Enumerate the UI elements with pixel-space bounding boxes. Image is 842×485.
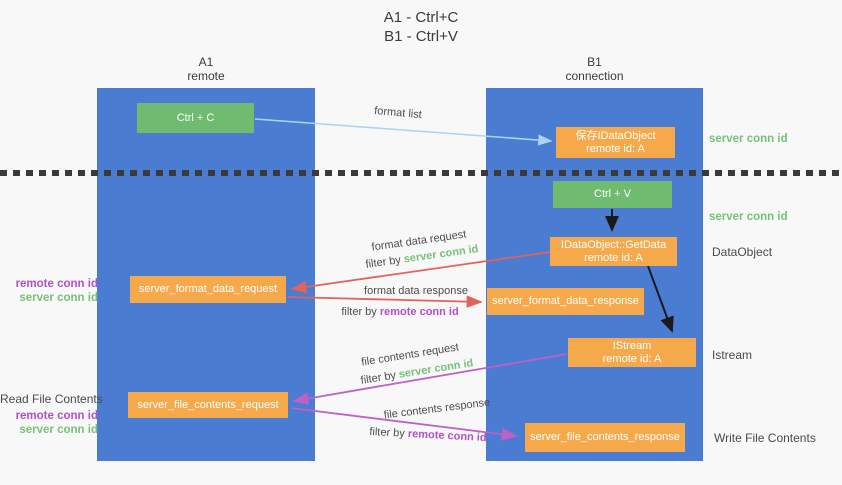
file-contents-response-filter-label: filter by remote conn id [369,426,487,444]
filter-by-text: filter by [341,306,380,318]
remote-conn-id-label-left-2: remote conn id [15,410,98,422]
ctrl-c-label: Ctrl + C [176,111,215,124]
node-server-format-data-request: server_format_data_request [130,276,286,303]
istream-line2: remote id: A [602,352,662,365]
node-save-idataobject: 保存IDataObject remote id: A [556,127,675,158]
dataobject-label: DataObject [712,245,773,259]
server-file-contents-response-label: server_file_contents_response [530,431,680,443]
read-file-contents-label: Read File Contents [0,392,103,406]
getdata-line1: IDataObject::GetData [560,238,667,251]
lane-b1-role: connection [565,69,624,83]
title-line-2: B1 - Ctrl+V [384,28,458,45]
node-idataobject-getdata: IDataObject::GetData remote id: A [550,237,677,266]
server-conn-id-label-left-1: server conn id [19,292,98,304]
node-istream: IStream remote id: A [568,338,696,367]
server-file-contents-request-label: server_file_contents_request [137,398,279,411]
lane-b1-header: B1 connection [486,55,703,83]
node-server-file-contents-request: server_file_contents_request [128,392,288,418]
save-idataobject-line1: 保存IDataObject [575,129,656,142]
remote-conn-id-label-left-1: remote conn id [15,278,98,290]
filter-by-text: filter by [369,425,409,440]
write-file-contents-label: Write File Contents [714,431,816,445]
title-line-1: A1 - Ctrl+C [383,9,459,26]
server-conn-id-label-right-1: server conn id [709,133,788,145]
server-conn-id-label-left-2: server conn id [19,424,98,436]
lane-a1-role: remote [187,69,225,83]
diagram-title: A1 - Ctrl+C B1 - Ctrl+V [0,8,842,46]
lane-a1-header: A1 remote [97,55,315,83]
server-format-data-request-label: server_format_data_request [138,283,278,295]
format-data-response-filter-label: filter by remote conn id [341,306,458,318]
server-conn-id-label-right-2: server conn id [709,211,788,223]
istream-label: Istream [712,348,753,362]
remote-conn-id-text: remote conn id [379,306,459,318]
format-list-label: format list [373,104,423,122]
server-format-data-response-label: server_format_data_response [492,295,639,307]
node-server-file-contents-response: server_file_contents_response [525,423,685,452]
file-contents-response-label: file contents response [383,396,491,422]
divider-dotted-line [0,170,842,176]
filter-by-text: filter by [359,368,400,387]
node-server-format-data-response: server_format_data_response [487,288,644,315]
node-ctrl-c: Ctrl + C [137,103,254,133]
getdata-line2: remote id: A [584,251,643,264]
node-ctrl-v: Ctrl + V [553,181,672,208]
istream-line1: IStream [612,339,652,352]
save-idataobject-line2: remote id: A [586,142,645,155]
lane-a1-name: A1 [198,55,214,69]
format-data-response-arrow [287,295,483,308]
format-data-response-label: format data response [364,285,468,297]
remote-conn-id-text: remote conn id [407,427,487,445]
lane-b1-name: B1 [587,55,602,69]
ctrl-v-label: Ctrl + V [594,188,631,200]
filter-by-text: filter by [364,253,405,271]
